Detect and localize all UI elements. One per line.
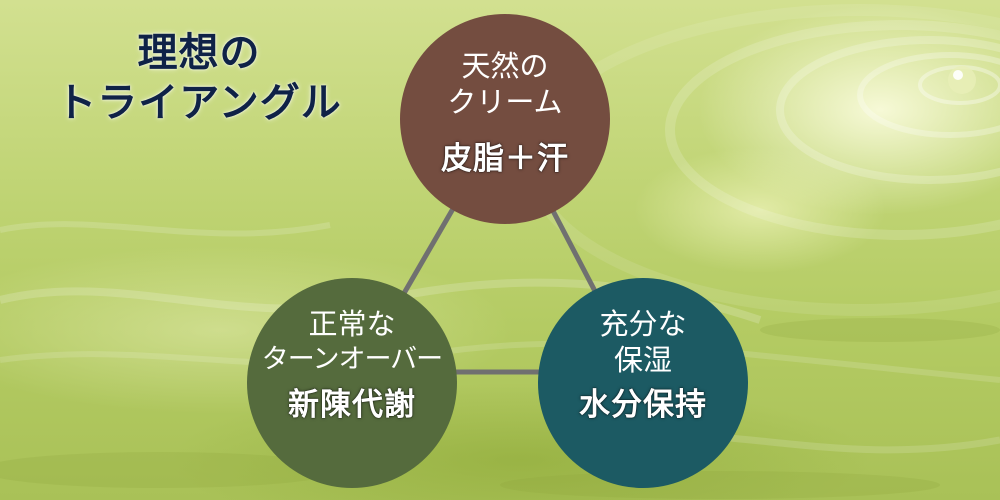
headline-line-1: 理想の (137, 30, 261, 76)
circle-left-keyword: 新陳代謝 (288, 387, 416, 423)
water-droplet-icon (948, 66, 976, 94)
circle-top-line-1: 天然の (461, 49, 549, 83)
circle-right-keyword: 水分保持 (579, 387, 707, 423)
circle-left-line-1: 正常な (308, 307, 396, 341)
headline-line-2: トライアングル (56, 80, 342, 126)
circle-right-line-1: 充分な (599, 307, 687, 341)
circle-turnover: 正常な ターンオーバー 新陳代謝 (247, 278, 457, 488)
circle-left-line-2: ターンオーバー (261, 344, 443, 375)
headline-title: 理想の トライアングル (0, 28, 398, 128)
circle-moisture: 充分な 保湿 水分保持 (538, 278, 748, 488)
circle-top-line-2: クリーム (447, 85, 563, 119)
circle-right-line-2: 保湿 (613, 343, 672, 377)
circle-natural-cream: 天然の クリーム 皮脂＋汗 (400, 14, 610, 224)
circle-top-keyword: 皮脂＋汗 (441, 141, 569, 177)
